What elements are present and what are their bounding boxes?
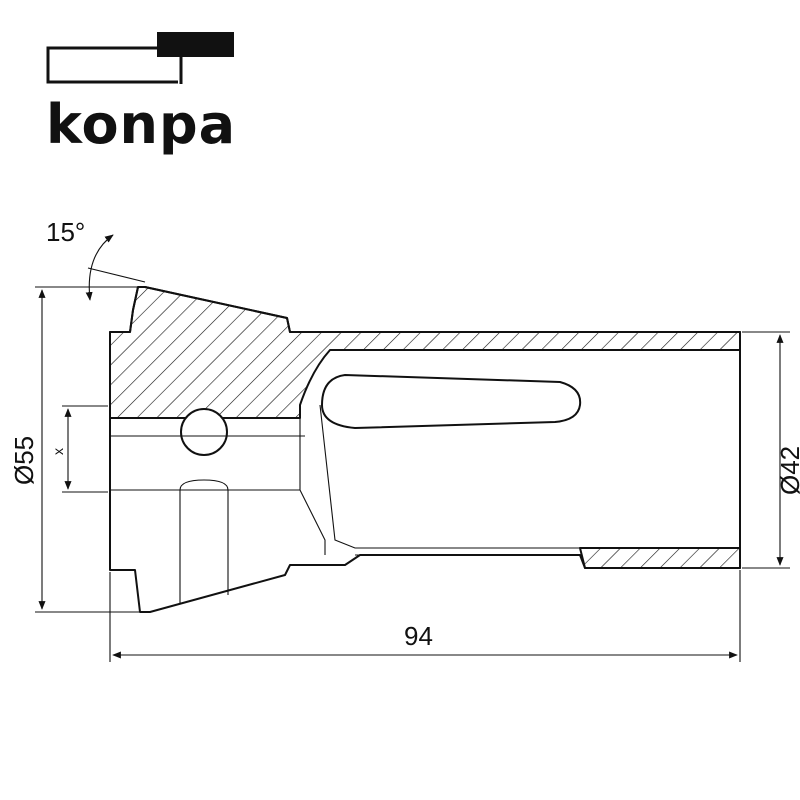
inner-taper-right [319, 404, 580, 549]
outer-diameter-dimension: Ø55 [9, 286, 145, 613]
bottom-hatched-strip [579, 547, 741, 569]
shank-diameter-dimension: Ø42 [742, 331, 800, 569]
button-channel [179, 479, 229, 595]
length-dimension: 94 [109, 570, 741, 662]
flushing-slot [321, 374, 582, 429]
outer-diameter-label: Ø55 [9, 436, 39, 485]
length-label: 94 [404, 621, 433, 651]
logo-solid-block [157, 32, 234, 57]
angle-arc [85, 234, 114, 301]
bore-label: x [50, 448, 66, 455]
bore-taper [299, 418, 326, 555]
logo-wordmark: konpa [46, 93, 236, 156]
angle-dimension: 15° [46, 217, 146, 301]
shank-diameter-label: Ø42 [775, 446, 800, 495]
angle-label: 15° [46, 217, 85, 247]
flushing-hole [180, 408, 228, 456]
konpa-logo: konpa [46, 32, 236, 156]
angle-ref-line [87, 267, 146, 283]
bore-dimension: x [50, 405, 108, 493]
